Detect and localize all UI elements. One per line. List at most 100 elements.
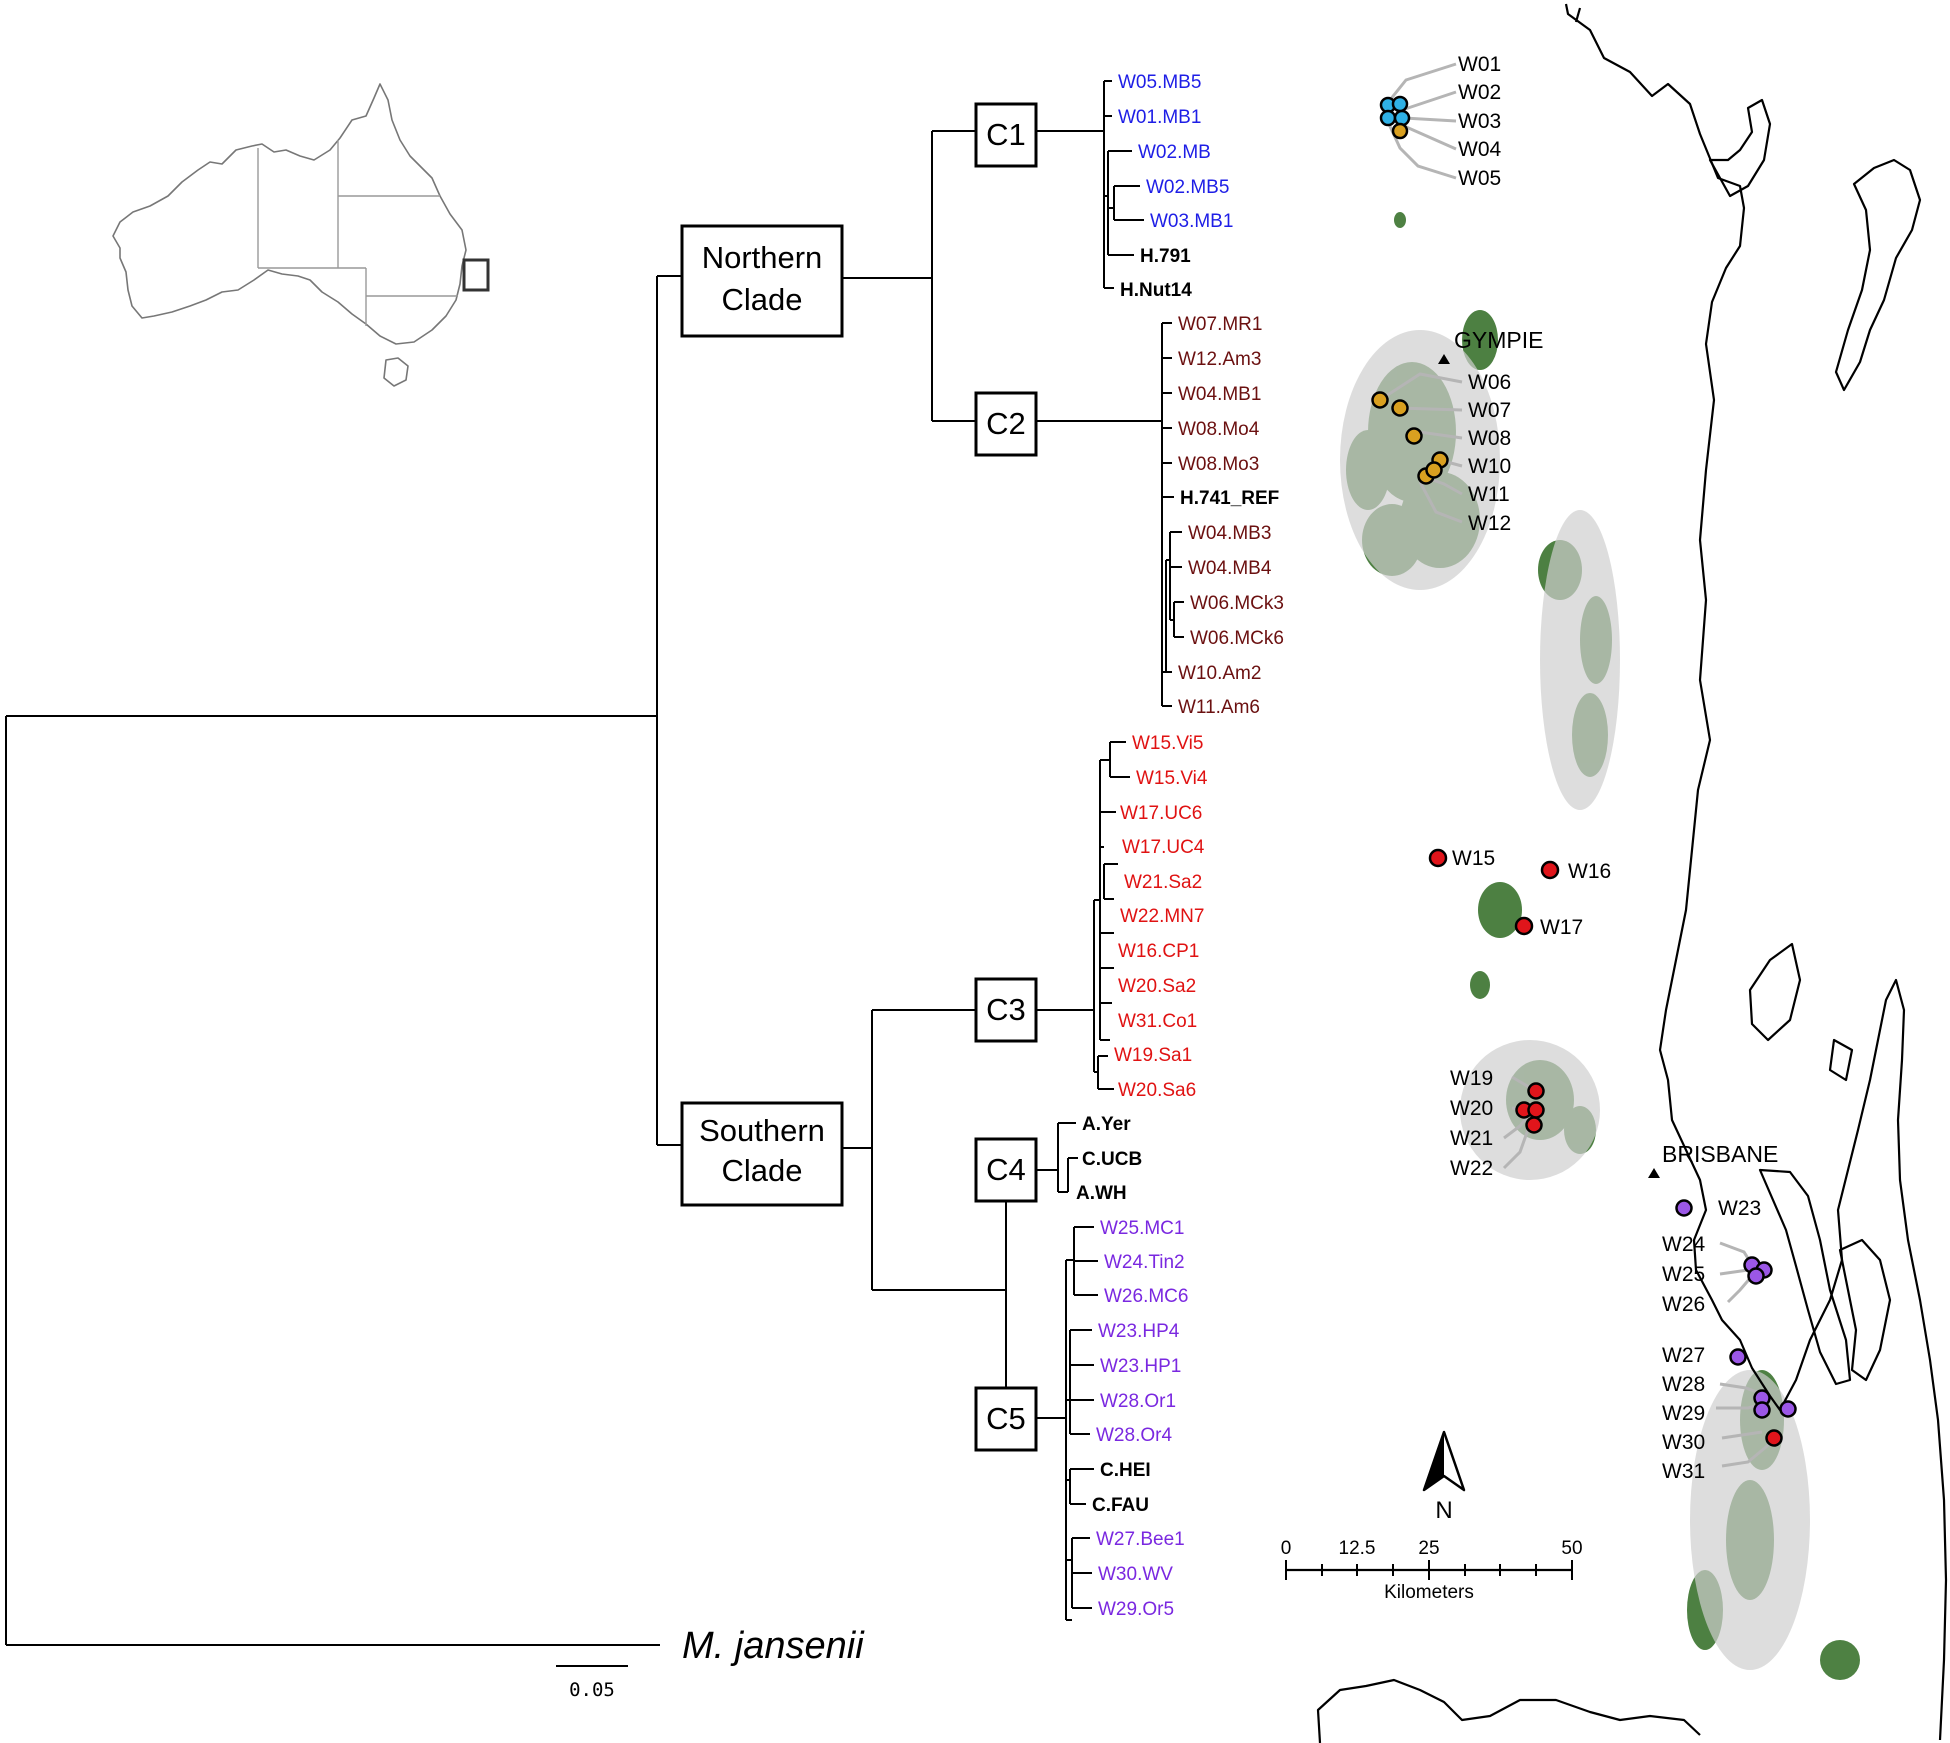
site-label: W21: [1450, 1127, 1493, 1150]
tip-label: W29.Or5: [1098, 1599, 1174, 1620]
tip-label: W17.UC4: [1122, 837, 1205, 858]
tip-label: W02.MB: [1138, 142, 1211, 163]
tip-label: W02.MB5: [1146, 177, 1229, 198]
tip-label: W28.Or4: [1096, 1425, 1172, 1446]
site-label: W16: [1568, 860, 1611, 883]
southern-clade-label-line1: Southern: [699, 1113, 825, 1148]
tip-label: C.UCB: [1082, 1149, 1142, 1170]
map-scale-tick: 50: [1561, 1538, 1582, 1559]
c5-label: C5: [986, 1401, 1026, 1436]
site-label: W30: [1662, 1431, 1705, 1454]
tip-label: W16.CP1: [1118, 941, 1199, 962]
site-marker-w02: [1391, 95, 1409, 113]
c3-label: C3: [986, 992, 1026, 1027]
site-marker-w26: [1747, 1267, 1765, 1285]
map-scale-unit: Kilometers: [1384, 1582, 1474, 1603]
tip-label: H.791: [1140, 246, 1191, 267]
site-marker-w31: [1765, 1429, 1783, 1447]
tip-label: W01.MB1: [1118, 107, 1201, 128]
northern-clade-box: [680, 224, 844, 338]
north-arrow-label: N: [1435, 1497, 1452, 1524]
tip-label: W03.MB1: [1150, 211, 1233, 232]
tip-label: W23.HP4: [1098, 1321, 1180, 1342]
gympie-label: GYMPIE: [1454, 327, 1543, 353]
site-marker-w29: [1753, 1401, 1771, 1419]
site-labels: W01 W02 W03 W04 W05 W06 W07 W08 W10 W11 …: [1450, 53, 1761, 1483]
site-marker-w04: [1391, 122, 1409, 140]
site-marker-w03: [1393, 109, 1411, 127]
site-marker-w16: [1540, 860, 1560, 880]
vegetation-stipple: [1340, 330, 1810, 1670]
site-marker-w15: [1428, 848, 1448, 868]
phylogenetic-tree: [5, 80, 1184, 1667]
tip-label: A.WH: [1076, 1183, 1127, 1204]
tip-label: W28.Or1: [1100, 1391, 1176, 1412]
tip-label: W30.WV: [1098, 1564, 1173, 1585]
site-label: W10: [1468, 455, 1511, 478]
site-label: W31: [1662, 1460, 1705, 1483]
study-area-box: [462, 258, 490, 292]
site-label: W11: [1468, 483, 1510, 506]
site-marker-w08: [1405, 427, 1423, 445]
site-label: W25: [1662, 1263, 1705, 1286]
site-marker-w05: [1379, 109, 1397, 127]
site-label: W01: [1458, 53, 1501, 76]
site-label: W29: [1662, 1402, 1705, 1425]
map-scale-tick: 12.5: [1339, 1538, 1376, 1559]
tip-label: W04.MB1: [1178, 384, 1261, 405]
site-label: W22: [1450, 1157, 1493, 1180]
southern-clade-box: [680, 1101, 844, 1207]
tip-label: C.FAU: [1092, 1495, 1149, 1516]
tip-label: W05.MB5: [1118, 72, 1201, 93]
tip-label: W22.MN7: [1120, 906, 1204, 927]
site-label: W23: [1718, 1197, 1761, 1220]
tip-label: W06.MCk3: [1190, 593, 1284, 614]
c1-box: [974, 102, 1038, 168]
site-label: W20: [1450, 1097, 1493, 1120]
site-label: W19: [1450, 1067, 1493, 1090]
map-scale-tick: 0: [1281, 1538, 1292, 1559]
site-marker-w21: [1527, 1101, 1545, 1119]
tip-label: W07.MR1: [1178, 314, 1262, 335]
coastline: [1564, 3, 1948, 1741]
southern-clade-label-line2: Clade: [722, 1153, 803, 1188]
outgroup-label: M. jansenii: [682, 1625, 865, 1667]
site-marker-w07: [1371, 391, 1389, 409]
tip-label: W17.UC6: [1120, 803, 1202, 824]
site-label: W06: [1468, 371, 1511, 394]
c4-box: [974, 1137, 1038, 1203]
site-marker-w23: [1675, 1199, 1693, 1217]
site-label: W17: [1540, 916, 1583, 939]
northern-clade-label-line1: Northern: [702, 240, 823, 275]
c2-box: [974, 391, 1038, 457]
tip-label: W10.Am2: [1178, 663, 1261, 684]
regional-map: GYMPIE BRISBANE W01 W02 W03 W04 W05 W06 …: [1281, 3, 1948, 1743]
brisbane-town-marker: [1648, 1168, 1660, 1178]
site-label: W24: [1662, 1233, 1706, 1256]
c5-box: [974, 1386, 1038, 1452]
coastline-inner: [1708, 98, 1772, 198]
tree-scale-label: 0.05: [569, 1679, 615, 1701]
tip-label: W15.Vi4: [1136, 768, 1208, 789]
site-label: W15: [1452, 847, 1495, 870]
tip-label: W25.MC1: [1100, 1218, 1184, 1239]
tip-label: W23.HP1: [1100, 1356, 1181, 1377]
site-marker-w30: [1779, 1400, 1797, 1418]
site-marker-w11: [1425, 461, 1443, 479]
tip-label: A.Yer: [1082, 1114, 1131, 1135]
c3-box: [974, 977, 1038, 1043]
site-marker-w22: [1525, 1116, 1543, 1134]
tip-label: W08.Mo3: [1178, 454, 1259, 475]
c1-label: C1: [986, 117, 1026, 152]
north-arrow-icon: N: [1422, 1430, 1466, 1524]
tip-label: W04.MB4: [1188, 558, 1272, 579]
tip-label: H.741_REF: [1180, 488, 1279, 509]
tip-label: W26.MC6: [1104, 1286, 1188, 1307]
map-scale-bar: 0 12.5 25 50 Kilometers: [1281, 1538, 1583, 1603]
tip-label: W31.Co1: [1118, 1011, 1197, 1032]
gympie-town-marker: [1438, 354, 1450, 364]
c2-label: C2: [986, 406, 1026, 441]
site-marker-w06: [1391, 399, 1409, 417]
map-scale-tick: 25: [1418, 1538, 1439, 1559]
tip-labels: W05.MB5 W01.MB1 W02.MB W02.MB5 W03.MB1 H…: [1076, 72, 1284, 1620]
